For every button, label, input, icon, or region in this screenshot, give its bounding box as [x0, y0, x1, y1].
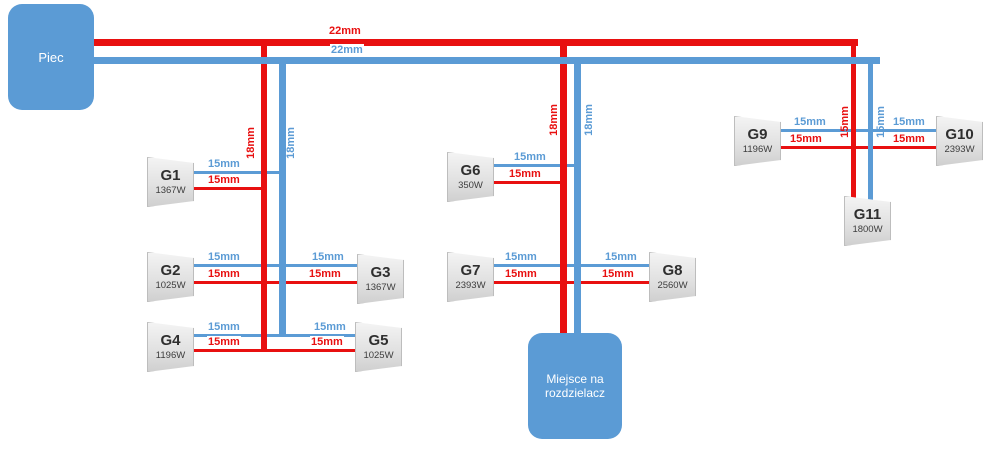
- pipe-branch-g7-return: [492, 264, 578, 267]
- pipe-branch-g3-supply: [264, 281, 359, 284]
- pipe-size-label-riser-middle-supply: 18mm: [548, 104, 560, 136]
- pipe-branch-g2-return: [191, 264, 283, 267]
- pipe-size-label-g3-return: 15mm: [311, 251, 345, 263]
- radiator-power: 350W: [458, 180, 483, 191]
- pipe-size-label-main-return: 22mm: [330, 44, 364, 56]
- pipe-riser-middle-supply: [560, 39, 567, 345]
- radiator-power: 1196W: [742, 144, 773, 155]
- pipe-size-label-g4-return: 15mm: [207, 321, 241, 333]
- radiator-g11: G11 1800W: [844, 196, 891, 246]
- pipe-branch-g8-return: [579, 264, 651, 267]
- pipe-branch-g6-return: [492, 164, 578, 167]
- radiator-id: G1: [160, 167, 181, 184]
- pipe-size-label-g3-supply: 15mm: [308, 268, 342, 280]
- radiator-g9: G9 1196W: [734, 116, 781, 166]
- pipe-branch-g3-return: [283, 264, 359, 267]
- pipe-size-label-g8-supply: 15mm: [601, 268, 635, 280]
- radiator-id: G6: [460, 162, 481, 179]
- pipe-size-label-g6-return: 15mm: [513, 151, 547, 163]
- radiator-g7: G7 2393W: [447, 252, 494, 302]
- pipe-main-supply: [90, 39, 858, 46]
- radiator-id: G10: [945, 126, 974, 143]
- pipe-branch-g9-return: [779, 129, 870, 132]
- radiator-id: G2: [160, 262, 181, 279]
- pipe-size-label-g6-supply: 15mm: [508, 168, 542, 180]
- pipe-size-label-g1-return: 15mm: [207, 158, 241, 170]
- pipe-branch-g5-supply: [264, 349, 357, 352]
- pipe-size-label-g7-supply: 15mm: [504, 268, 538, 280]
- pipe-branch-g4-return: [191, 334, 283, 337]
- pipe-size-label-g1-supply: 15mm: [207, 174, 241, 186]
- pipe-branch-g4-supply: [191, 349, 264, 352]
- radiator-id: G11: [853, 206, 882, 223]
- pipe-size-label-g2-supply: 15mm: [207, 268, 241, 280]
- pipe-branch-g2-supply: [191, 281, 264, 284]
- furnace-node: Piec: [8, 4, 94, 110]
- radiator-power: 1367W: [155, 185, 186, 196]
- pipe-size-label-riser-left-return: 18mm: [285, 127, 297, 159]
- pipe-branch-g10-return: [871, 129, 938, 132]
- radiator-id: G8: [662, 262, 683, 279]
- radiator-g6: G6 350W: [447, 152, 494, 202]
- pipe-size-label-g9-supply: 15mm: [789, 133, 823, 145]
- pipe-riser-right-supply: [851, 39, 856, 212]
- radiator-power: 1025W: [155, 280, 186, 291]
- radiator-id: G3: [370, 264, 391, 281]
- pipe-branch-g1-supply: [191, 187, 264, 190]
- radiator-id: G5: [368, 332, 389, 349]
- pipe-branch-g8-supply: [565, 281, 651, 284]
- pipe-branch-g7-supply: [492, 281, 562, 284]
- pipe-size-label-g4-supply: 15mm: [207, 336, 241, 348]
- radiator-g10: G10 2393W: [936, 116, 983, 166]
- radiator-id: G7: [460, 262, 481, 279]
- radiator-id: G4: [160, 332, 181, 349]
- pipe-riser-left-return: [279, 57, 286, 337]
- radiator-power: 2560W: [657, 280, 688, 291]
- pipe-size-label-g8-return: 15mm: [604, 251, 638, 263]
- radiator-g4: G4 1196W: [147, 322, 194, 372]
- pipe-size-label-riser-middle-return: 18mm: [583, 104, 595, 136]
- furnace-label: Piec: [38, 49, 64, 65]
- radiator-power: 1800W: [852, 224, 883, 235]
- radiator-id: G9: [747, 126, 768, 143]
- pipe-size-label-g10-return: 15mm: [892, 116, 926, 128]
- pipe-riser-right-return: [868, 57, 873, 205]
- pipe-size-label-g2-return: 15mm: [207, 251, 241, 263]
- pipe-size-label-g5-return: 15mm: [313, 321, 347, 333]
- pipe-branch-g6-supply: [492, 181, 562, 184]
- radiator-power: 2393W: [455, 280, 486, 291]
- pipe-size-label-riser-right-return: 15mm: [875, 106, 887, 138]
- radiator-power: 2393W: [944, 144, 975, 155]
- pipe-branch-g9-g10-supply: [779, 146, 938, 149]
- pipe-size-label-riser-left-supply: 18mm: [245, 127, 257, 159]
- pipe-size-label-g7-return: 15mm: [504, 251, 538, 263]
- pipe-size-label-g9-return: 15mm: [793, 116, 827, 128]
- manifold-node: Miejsce na rozdzielacz: [528, 333, 622, 439]
- radiator-g3: G3 1367W: [357, 254, 404, 304]
- radiator-g8: G8 2560W: [649, 252, 696, 302]
- pipe-size-label-g10-supply: 15mm: [892, 133, 926, 145]
- radiator-power: 1025W: [363, 350, 394, 361]
- pipe-riser-left-supply: [261, 39, 267, 352]
- pipe-main-return: [90, 57, 880, 64]
- radiator-g1: G1 1367W: [147, 157, 194, 207]
- radiator-g5: G5 1025W: [355, 322, 402, 372]
- pipe-branch-g1-return: [191, 171, 283, 174]
- pipe-branch-g5-return: [283, 334, 357, 337]
- pipe-size-label-main-supply: 22mm: [328, 25, 362, 37]
- pipe-riser-middle-return: [574, 57, 581, 345]
- manifold-label: Miejsce na rozdzielacz: [544, 372, 606, 400]
- pipe-size-label-g5-supply: 15mm: [310, 336, 344, 348]
- pipe-size-label-riser-right-supply: 15mm: [839, 106, 851, 138]
- radiator-power: 1367W: [365, 282, 396, 293]
- radiator-power: 1196W: [155, 350, 186, 361]
- radiator-g2: G2 1025W: [147, 252, 194, 302]
